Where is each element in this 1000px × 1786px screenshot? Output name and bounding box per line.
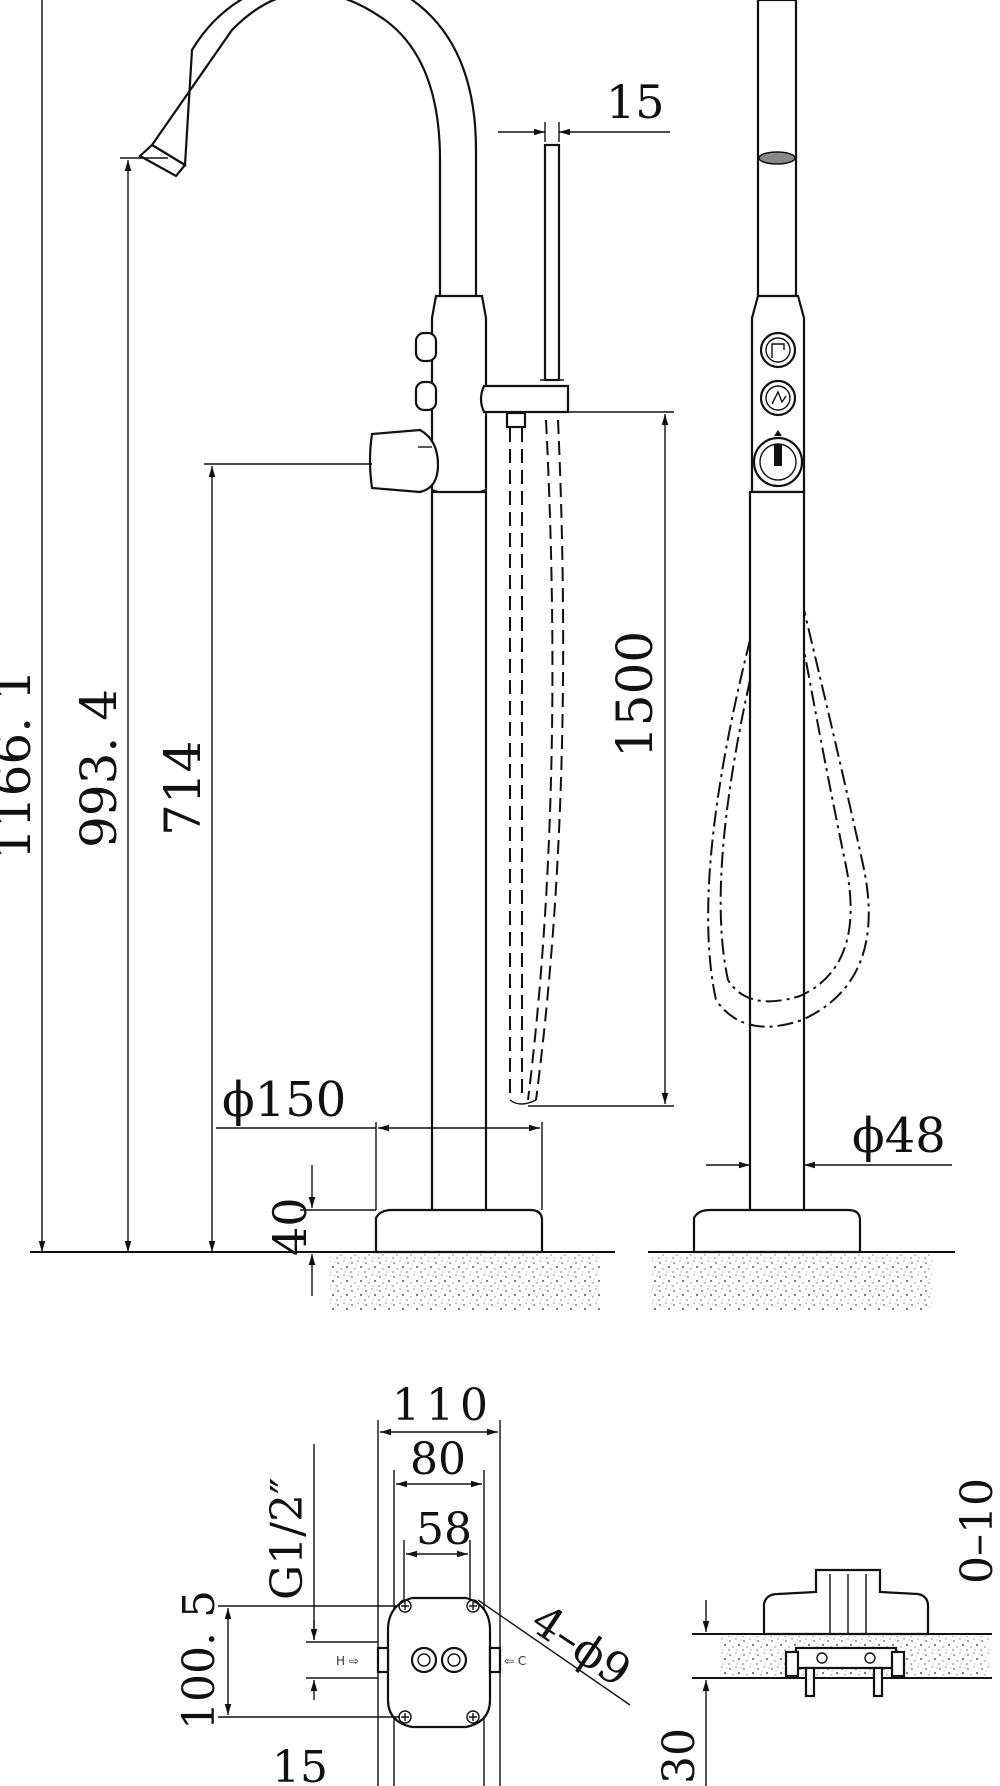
dim-inlet-offset: 15 xyxy=(272,1742,328,1786)
mounting-plate xyxy=(386,1596,492,1729)
side-view: 1166. 1 993. 4 714 1500 15 ϕ150 40 xyxy=(0,0,674,1310)
dim-plate-width-outer: 110 xyxy=(392,1380,488,1431)
hand-shower-wand xyxy=(543,143,561,382)
diverter-button-1 xyxy=(414,331,438,363)
front-floor-concrete xyxy=(652,1254,932,1310)
column-pipe xyxy=(430,490,488,1214)
front-hose-loop-outer xyxy=(707,609,870,1028)
installation-section: 0–10 30 xyxy=(654,1478,1000,1786)
hose-loop xyxy=(527,419,554,1101)
hose-loop-2 xyxy=(535,419,565,1101)
section-bracket xyxy=(794,1646,898,1670)
temperature-handle xyxy=(368,428,440,494)
dim-inlet-thread: G1/2″ xyxy=(262,1478,313,1600)
floor-base xyxy=(374,1208,544,1254)
front-top-pipe xyxy=(756,0,798,302)
front-column-pipe xyxy=(748,490,806,1214)
dim-embed-depth: 30 xyxy=(654,1728,705,1784)
spout-diverter-icon xyxy=(759,331,797,369)
dim-wand-width: 15 xyxy=(606,75,665,129)
dim-adjust-range: 0–10 xyxy=(952,1478,1000,1584)
shower-holder xyxy=(479,384,570,414)
spout-outlet xyxy=(138,143,187,178)
dim-total-height: 1166. 1 xyxy=(0,669,42,860)
diverter-button-2 xyxy=(414,380,438,412)
front-hose-loop-inner xyxy=(719,649,852,1003)
cold-inlet-marker: ⇦ C xyxy=(504,1654,526,1668)
front-view: ϕ48 xyxy=(648,0,955,1310)
dim-plate-width-mid: 80 xyxy=(410,1434,466,1485)
dim-base-height: 40 xyxy=(263,1197,317,1256)
section-base xyxy=(762,1568,930,1636)
thermostat-icon xyxy=(752,430,804,488)
dim-plate-height: 100. 5 xyxy=(174,1590,225,1730)
dim-handle-height: 714 xyxy=(154,741,212,836)
dim-base-diameter: ϕ150 xyxy=(222,1072,346,1128)
dim-plate-width-inner: 58 xyxy=(416,1504,472,1555)
hose-connector xyxy=(505,411,527,429)
front-outlet-aerator xyxy=(758,151,796,165)
inlet-hot xyxy=(410,1646,438,1674)
floor-concrete xyxy=(330,1254,600,1310)
shower-diverter-icon xyxy=(759,379,797,417)
mounting-plate-view: 110 80 58 H ⇨ ⇦ C G1/2″ xyxy=(174,1380,640,1786)
inlet-cold xyxy=(440,1646,468,1674)
dim-pipe-diameter: ϕ48 xyxy=(852,1108,946,1164)
dim-bolt-holes: 4–ϕ9 xyxy=(522,1595,640,1698)
mixer-body xyxy=(430,294,488,497)
gooseneck-spout xyxy=(150,0,478,302)
hot-inlet-marker: H ⇨ xyxy=(336,1654,359,1668)
dim-hose-length: 1500 xyxy=(606,631,664,758)
front-floor-base xyxy=(692,1208,862,1254)
dim-spout-height: 993. 4 xyxy=(70,689,128,848)
